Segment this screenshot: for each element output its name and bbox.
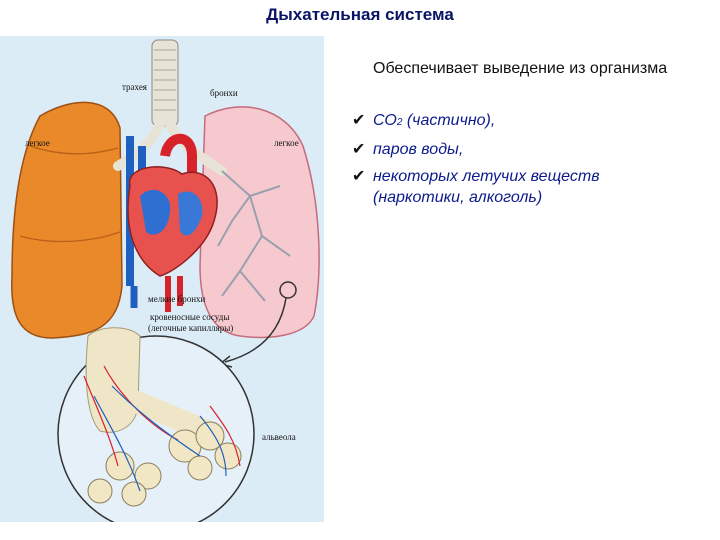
- bullet-item: ✔ СО2 (частично),: [352, 110, 692, 133]
- aorta-shape: [160, 133, 197, 186]
- label-lung-right: легкое: [274, 138, 299, 148]
- bullet-text: некоторых летучих веществ (наркотики, ал…: [373, 168, 600, 206]
- left-lung-shape: [11, 101, 123, 339]
- checkmark-icon: ✔: [352, 112, 366, 129]
- bullet-text: СО2 (частично),: [373, 112, 496, 129]
- label-lung-left: легкое: [25, 138, 50, 148]
- label-alveolus: альвеола: [262, 432, 296, 442]
- bullet-item: ✔ некоторых летучих веществ (наркотики, …: [352, 166, 692, 208]
- label-small-bronchi: мелкие бронхи: [148, 294, 206, 304]
- label-trachea: трахея: [122, 82, 147, 92]
- bullet-text: паров воды,: [373, 141, 464, 158]
- checkmark-icon: ✔: [352, 141, 366, 158]
- label-bronchi: бронхи: [210, 88, 238, 98]
- checkmark-icon: ✔: [352, 168, 366, 185]
- right-lung-shape: [199, 106, 320, 339]
- lungs-diagram: трахея бронхи легкое легкое мелкие бронх…: [11, 39, 320, 522]
- intro-text: Обеспечивает выведение из организма: [373, 60, 668, 77]
- slide-title: Дыхательная система: [266, 5, 454, 24]
- respiratory-system-illustration: трахея бронхи легкое легкое мелкие бронх…: [0, 36, 324, 522]
- zoom-circle: [279, 281, 297, 299]
- label-capillaries: (легочные капилляры): [148, 323, 233, 333]
- bullet-item: ✔ паров воды,: [352, 139, 692, 160]
- alveoli-cluster: [87, 421, 242, 507]
- bullet-list: ✔ СО2 (частично), ✔ паров воды, ✔ некото…: [352, 110, 692, 214]
- trachea-shape: [151, 39, 179, 127]
- label-blood-vessels: кровеносные сосуды: [150, 312, 229, 322]
